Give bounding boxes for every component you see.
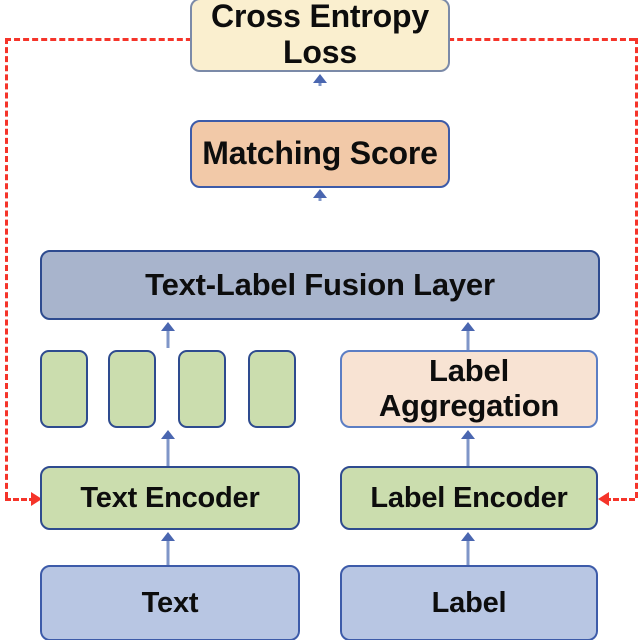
- arrow-head: [313, 74, 327, 83]
- feedback-arrowhead-text-encoder: [31, 492, 42, 506]
- token-embedding-box: [248, 350, 296, 428]
- node-text-input: Text: [40, 565, 300, 640]
- node-cross-entropy-loss: Cross Entropy Loss: [190, 0, 450, 72]
- arrow-text-to-text-encoder: [160, 532, 176, 565]
- arrow-shaft: [466, 329, 470, 350]
- feedback-arrowhead-label-encoder: [598, 492, 609, 506]
- token-embedding-box: [108, 350, 156, 428]
- node-matching-score: Matching Score: [190, 120, 450, 188]
- node-label-encoder: Label Encoder: [340, 466, 598, 530]
- node-label-aggregation: Label Aggregation: [340, 350, 598, 428]
- token-embedding-box: [178, 350, 226, 428]
- arrow-fusion-to-matching-score: [312, 189, 328, 201]
- node-label-input: Label: [340, 565, 598, 640]
- arrow-shaft: [166, 329, 170, 348]
- arrow-text-encoder-to-token-embeddings: [160, 430, 176, 466]
- arrow-shaft: [166, 539, 170, 565]
- arrow-label-aggregation-to-fusion: [460, 322, 476, 350]
- token-embedding-box: [40, 350, 88, 428]
- arrow-label-encoder-to-label-aggregation: [460, 430, 476, 466]
- arrow-shaft: [318, 196, 322, 201]
- feedback-loop-left-segment: [5, 38, 8, 498]
- feedback-loop-right-segment: [635, 38, 638, 498]
- arrow-head: [461, 430, 475, 439]
- node-text-encoder: Text Encoder: [40, 466, 300, 530]
- arrow-head: [313, 189, 327, 198]
- arrow-shaft: [466, 437, 470, 466]
- arrow-label-to-label-encoder: [460, 532, 476, 565]
- arrow-matching-score-to-loss: [312, 74, 328, 86]
- arrow-head: [461, 322, 475, 331]
- arrow-token-embeddings-to-fusion: [160, 322, 176, 348]
- feedback-loop-into-label-encoder: [605, 498, 635, 501]
- arrow-head: [161, 430, 175, 439]
- arrow-shaft: [318, 81, 322, 86]
- feedback-loop-into-text-encoder: [5, 498, 35, 501]
- arrow-head: [161, 322, 175, 331]
- arrow-shaft: [166, 437, 170, 466]
- arrow-head: [461, 532, 475, 541]
- arrow-head: [161, 532, 175, 541]
- node-text-label-fusion-layer: Text-Label Fusion Layer: [40, 250, 600, 320]
- arrow-shaft: [466, 539, 470, 565]
